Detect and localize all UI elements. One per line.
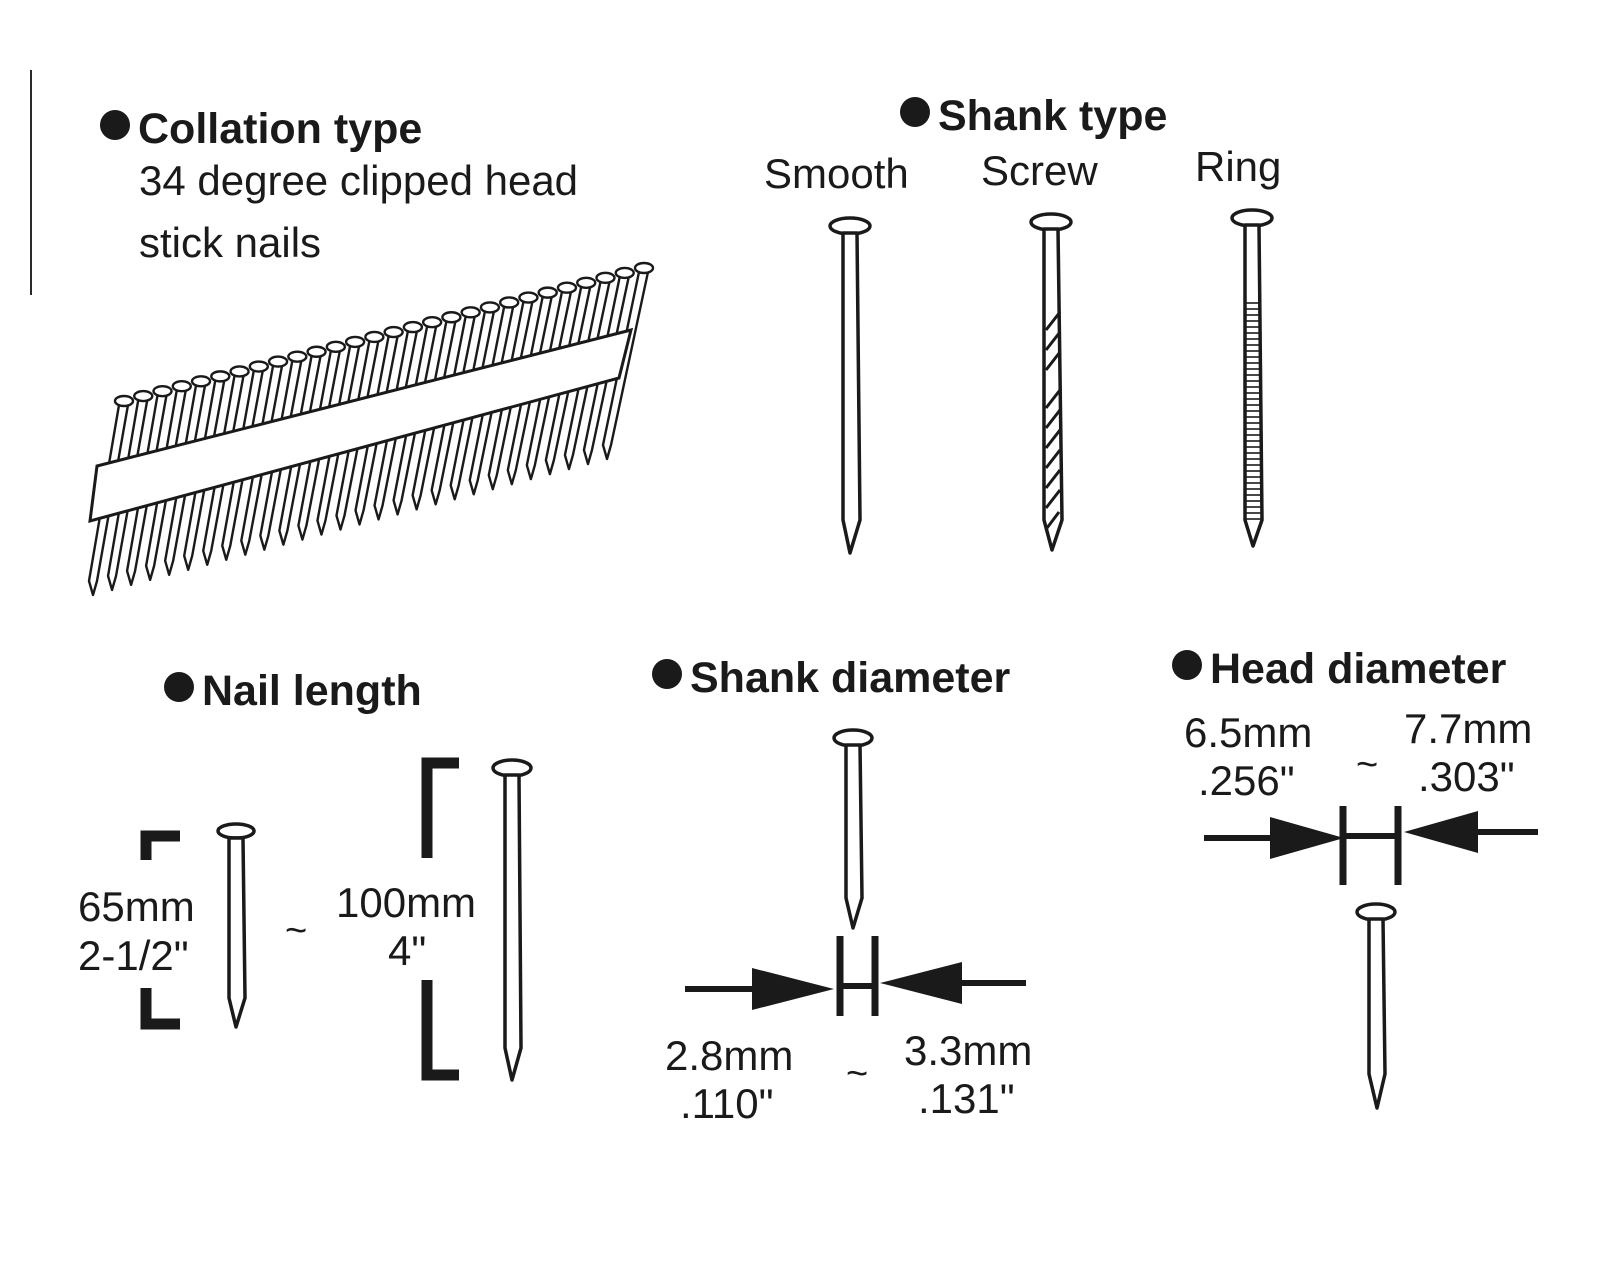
shank-type-heading: Shank type (900, 95, 1167, 138)
short-nail-length-figure (140, 822, 256, 1030)
head-diameter-min-mm: 6.5mm (1184, 709, 1313, 756)
head-diameter-range-separator: ~ (1356, 744, 1379, 786)
bullet-icon (900, 97, 930, 127)
collation-description-line2: stick nails (139, 219, 322, 266)
shank-diameter-heading: Shank diameter (652, 657, 1010, 700)
ring-shank-nail (1230, 208, 1274, 548)
collation-type-heading: Collation type (100, 108, 422, 151)
nail-length-max-mm: 100mm (336, 879, 477, 926)
bullet-icon (652, 659, 682, 689)
shank-diameter-min-mm: 2.8mm (665, 1032, 794, 1079)
screw-shank-nail (1029, 212, 1073, 552)
shank-type-ring-label: Ring (1195, 143, 1282, 190)
nail-length-min-mm: 65mm (78, 883, 195, 930)
collation-type-heading-text: Collation type (138, 105, 423, 153)
head-diameter-max-in: .303" (1418, 753, 1515, 800)
nail-length-heading: Nail length (164, 670, 422, 713)
shank-diameter-max-mm: 3.3mm (904, 1027, 1033, 1074)
head-diameter-heading-text: Head diameter (1210, 645, 1507, 693)
paper-collation-tape (88, 327, 634, 524)
nail-length-heading-text: Nail length (202, 667, 422, 715)
collated-nail-strip (87, 261, 655, 597)
nail-length-min-in: 2-1/2" (78, 932, 189, 979)
shank-type-smooth-label: Smooth (764, 150, 909, 197)
shank-type-heading-text: Shank type (938, 92, 1168, 140)
shank-diameter-range-separator: ~ (846, 1053, 869, 1095)
head-diameter-figure (1204, 806, 1538, 1110)
head-diameter-max-mm: 7.7mm (1404, 705, 1533, 752)
head-diameter-min-in: .256" (1198, 757, 1295, 804)
strip-nail (601, 261, 655, 461)
page-edge-rule (30, 70, 32, 295)
shank-diameter-heading-text: Shank diameter (690, 654, 1011, 702)
bullet-icon (1172, 650, 1202, 680)
long-nail-length-figure (421, 757, 533, 1082)
nail-length-range-separator: ~ (285, 910, 308, 952)
shank-diameter-max-in: .131" (918, 1075, 1015, 1122)
collation-description-line1: 34 degree clipped head (139, 157, 579, 204)
smooth-shank-nail (828, 216, 872, 555)
bullet-icon (164, 672, 194, 702)
head-diameter-heading: Head diameter (1172, 648, 1506, 691)
shank-diameter-min-in: .110" (680, 1080, 774, 1127)
bullet-icon (100, 110, 130, 140)
shank-diameter-figure (685, 728, 1026, 1016)
nail-length-max-in: 4" (388, 927, 427, 974)
shank-type-screw-label: Screw (981, 147, 1098, 194)
